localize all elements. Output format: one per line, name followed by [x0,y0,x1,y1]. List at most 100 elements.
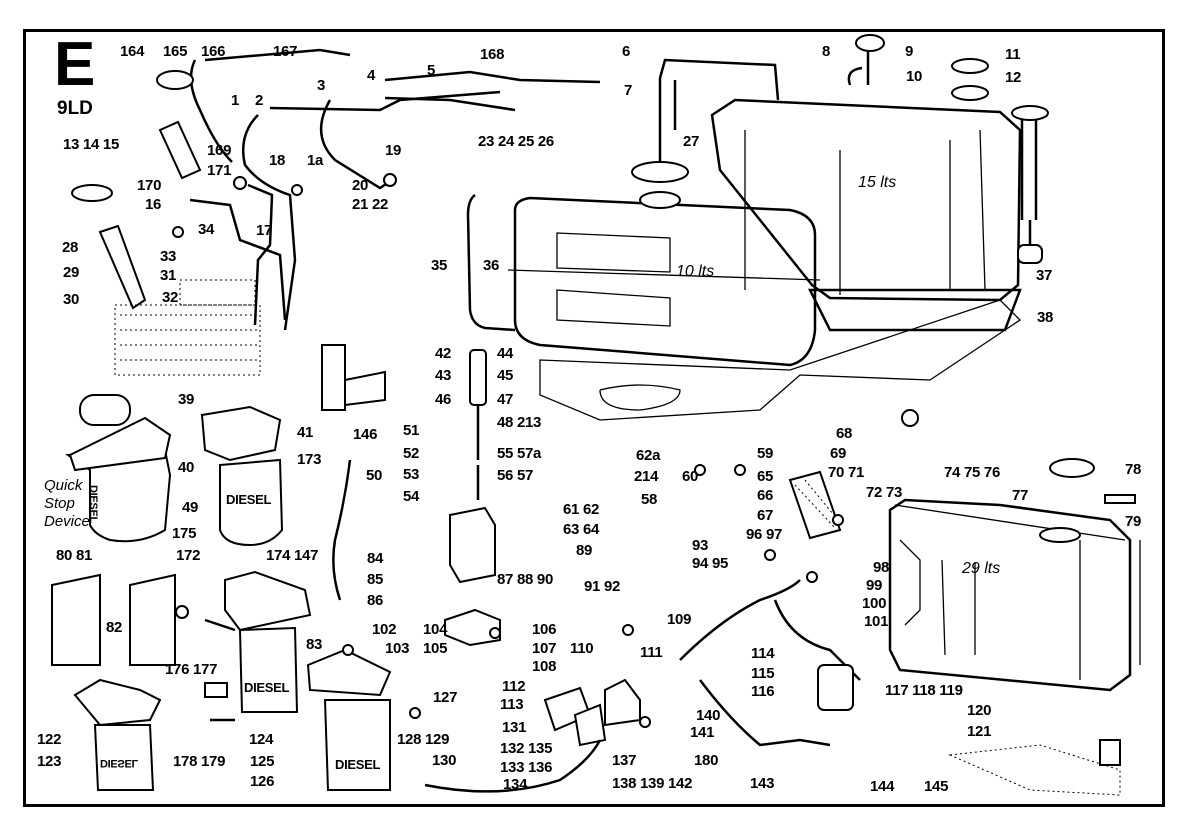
part-label: 96 97 [746,526,783,543]
part-label: 79 [1125,513,1142,530]
part-label: 61 62 [563,501,600,518]
note-line-device: Device [44,513,90,530]
part-label: 105 [423,640,448,657]
part-label: 40 [178,459,195,476]
tank-cap-76 [1049,458,1095,478]
part-label: 51 [403,422,420,439]
part-label: 140 [696,707,721,724]
part-label: 48 213 [497,414,542,431]
part-label: 74 75 76 [944,464,1000,481]
part-label: 172 [176,547,201,564]
part-label: 131 [502,719,527,736]
part-label: 68 [836,425,853,442]
tank-29l-caption: 29 lts [962,560,1001,577]
part-label: 145 [924,778,949,795]
part-label: 19 [385,142,402,159]
quick-stop-filter-text: DIESEL [87,485,99,523]
gasket-11 [951,58,989,74]
section-letter: E [54,30,96,99]
part-label: 62a [636,447,661,464]
part-label: 87 88 90 [497,571,553,588]
part-label: 53 [403,466,420,483]
diesel-filter-41 [200,405,284,547]
part-label: 85 [367,571,384,588]
part-label: 99 [866,577,883,594]
part-label: 65 [757,468,774,485]
part-label: 1 [231,92,240,109]
part-label: 115 [751,665,775,682]
part-label: 138 139 142 [612,775,693,792]
part-label: 128 129 [397,731,450,748]
part-label: 116 [751,683,775,700]
part-label: 66 [757,487,774,504]
part-label: 77 [1012,487,1029,504]
hose-50 [332,459,352,601]
part-label: 91 92 [584,578,621,595]
part-label: 125 [250,753,275,770]
part-label: 21 22 [352,196,389,213]
filter-124 [238,626,299,713]
note-line-stop: Stop [44,495,75,512]
part-label: 11 [1005,46,1021,63]
part-label: 2 [255,92,264,109]
tank-cap-7 [631,161,689,183]
part-label: 67 [757,507,774,524]
part-label: 29 [63,264,80,281]
bracket-146 [321,344,386,411]
part-label: 171 [207,162,232,179]
part-label: 164 [120,43,145,60]
part-label: 107 [532,640,557,657]
diagram-frame [23,29,1165,807]
part-label: 144 [870,778,895,795]
gasket-12 [951,85,989,101]
lift-pump [543,678,641,747]
part-label: 46 [435,391,452,408]
part-label: 122 [37,731,62,748]
part-label: 27 [683,133,700,150]
part-label: 35 [431,257,448,274]
part-label: 13 14 15 [63,136,119,153]
part-label: 120 [967,702,992,719]
part-label: 93 [692,537,709,554]
part-label: 44 [497,345,514,362]
part-label: 94 95 [692,555,729,572]
part-label: 9 [905,43,914,60]
injector-29 [71,70,202,310]
part-label: 112 [502,678,526,695]
part-label: 56 57 [497,467,534,484]
fuel-tank-10l [466,191,821,367]
part-label: 82 [106,619,123,636]
part-label: 132 135 [500,740,553,757]
part-label: 103 [385,640,410,657]
part-label: 124 [249,731,274,748]
part-label: 41 [297,424,314,441]
part-label: 20 [352,177,369,194]
part-label: 166 [201,43,226,60]
part-label: 78 [1125,461,1142,478]
part-label: 47 [497,391,514,408]
part-label: 36 [483,257,500,274]
part-label: 143 [750,775,775,792]
fuel-tank-15l [710,98,1022,332]
part-label: 100 [862,595,887,612]
part-label: 102 [372,621,397,638]
part-label: 39 [178,391,195,408]
part-label: 80 81 [56,547,93,564]
part-label: 28 [62,239,79,256]
part-label: 42 [435,345,452,362]
part-label: 43 [435,367,452,384]
filter-41-text: DIESEL [226,492,272,507]
hose-115 [773,599,861,681]
part-label: 113 [500,696,524,713]
part-label: 63 64 [563,521,600,538]
part-label: 168 [480,46,505,63]
tank-mount-plate [539,299,1022,421]
brackets-80-82 [51,570,312,666]
part-label: 137 [612,752,637,769]
hose-143 [699,679,831,747]
part-label: 141 [690,724,715,741]
part-label: 123 [37,753,62,770]
part-label: 1a [307,152,324,169]
level-sender-37 [1011,105,1049,264]
